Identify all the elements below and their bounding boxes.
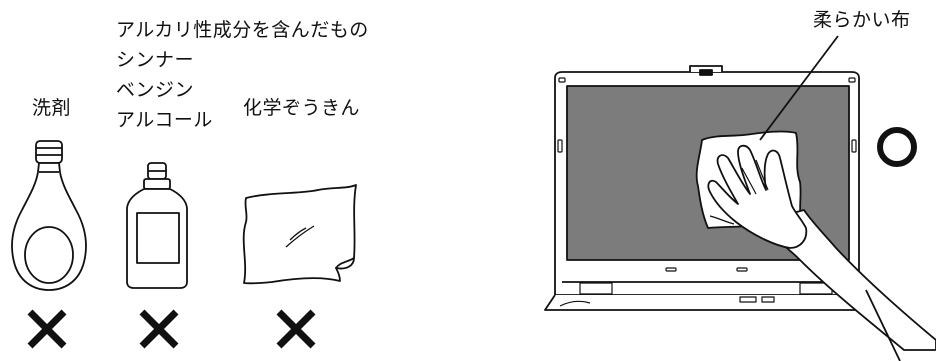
chemical-cloth-label: 化学ぞうきん xyxy=(243,97,361,119)
detergent-bottle-icon xyxy=(11,140,87,291)
cross-mark-icon xyxy=(27,309,67,349)
cross-mark-icon xyxy=(139,309,179,349)
chemical-cloth-icon xyxy=(242,184,357,285)
circle-mark-icon xyxy=(877,127,917,167)
soft-cloth-leader-line xyxy=(759,35,839,141)
detergent-label: 洗剤 xyxy=(32,97,72,119)
solvent-bottle-icon xyxy=(126,162,188,289)
solvents-line-3: ベンジン xyxy=(116,79,195,101)
soft-cloth-label: 柔らかい布 xyxy=(813,9,911,31)
solvents-line-1: アルカリ性成分を含んだもの xyxy=(116,19,369,41)
hand-with-cloth-icon xyxy=(695,130,936,361)
solvents-line-2: シンナー xyxy=(116,49,195,71)
cross-mark-icon xyxy=(276,309,316,349)
solvents-line-4: アルコール xyxy=(116,109,213,131)
